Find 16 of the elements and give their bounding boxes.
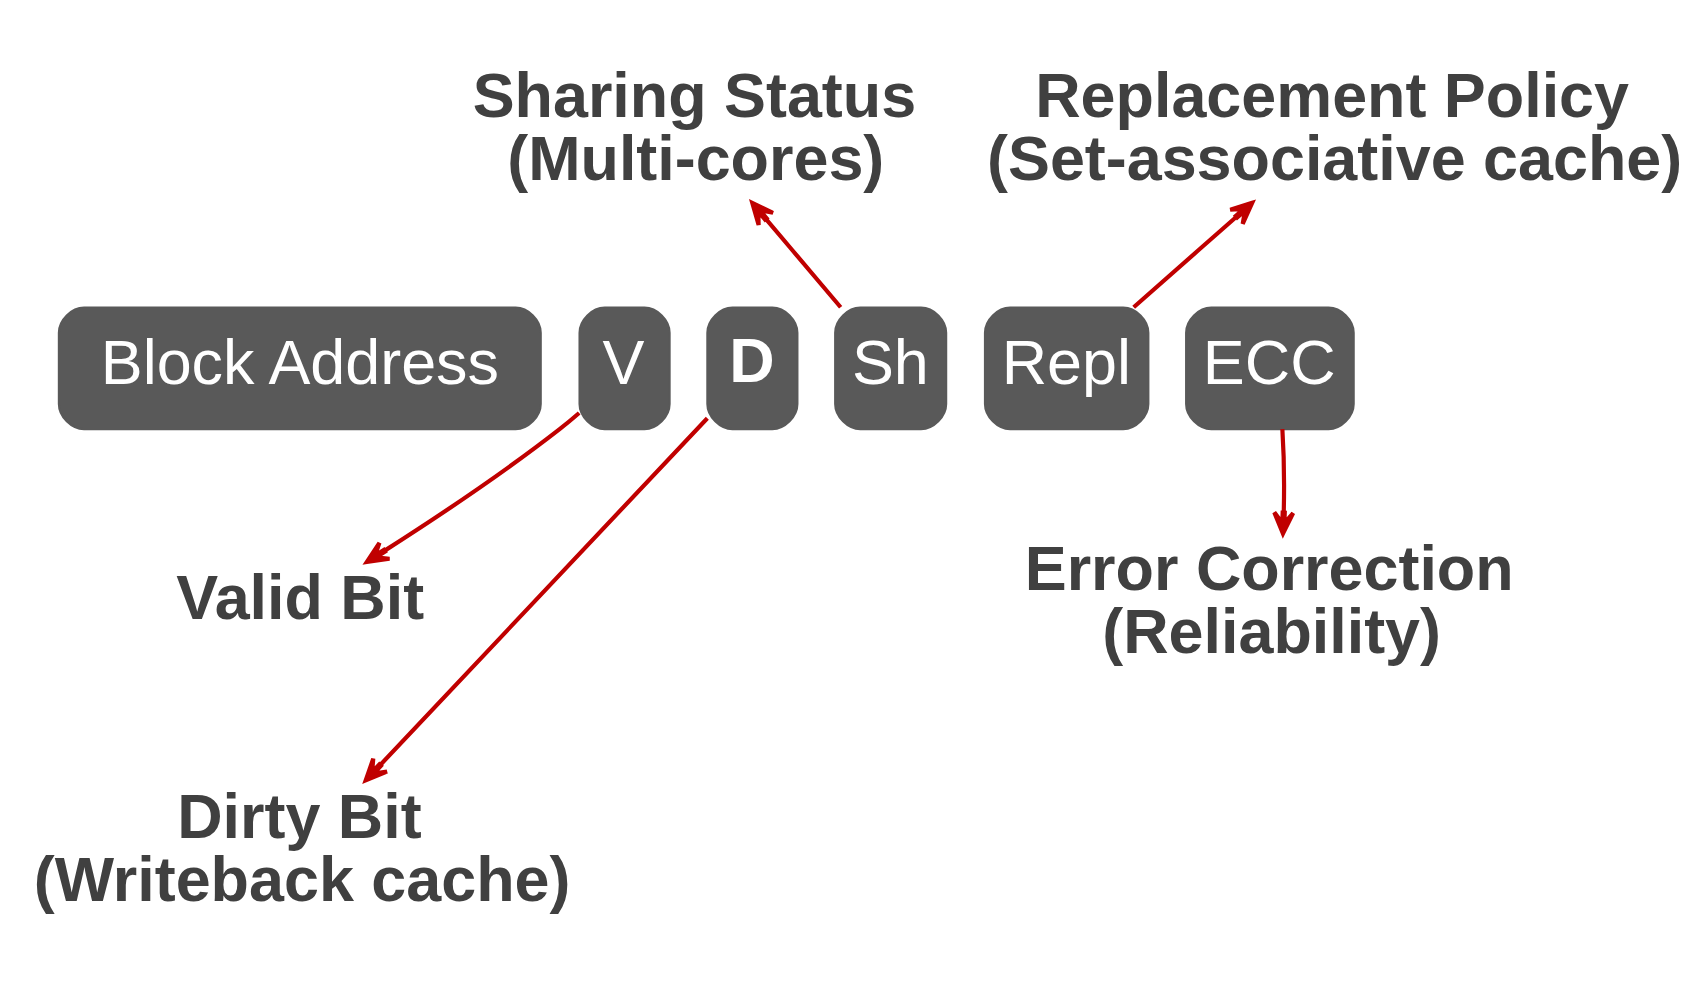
node-text: Replacement Policy (Set-associative cache) [987, 59, 1683, 193]
arrow [364, 411, 581, 565]
node-text: Sharing Status (Multi-cores) [472, 59, 917, 193]
arrow [750, 200, 843, 309]
node-text: Dirty Bit (Writeback cache) [33, 780, 571, 914]
node-text: Valid Bit [176, 561, 425, 632]
node-box: ECC [1185, 306, 1355, 431]
arrow [1132, 200, 1255, 309]
node-box: Block Address [57, 306, 542, 431]
node-box: Repl [983, 306, 1150, 431]
arrow [1272, 429, 1296, 536]
node-text: Error Correction (Reliability) [1024, 533, 1514, 667]
arrow [363, 416, 709, 783]
node-box: V [578, 306, 671, 431]
node-box: Sh [834, 306, 948, 431]
node-box: D [706, 306, 799, 431]
